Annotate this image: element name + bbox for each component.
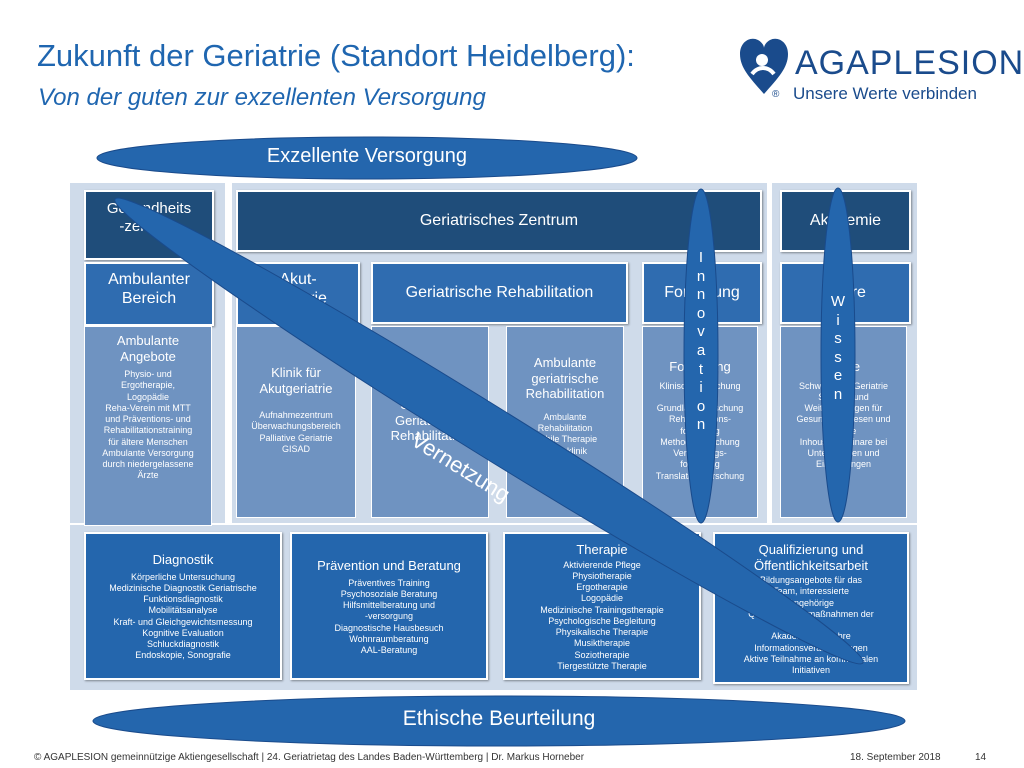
- ambulante-angebote-title: Ambulante Angebote: [116, 333, 180, 364]
- diagnostik-items: Körperliche Untersuchung Medizinische Di…: [109, 571, 257, 661]
- registered-mark: ®: [772, 89, 780, 100]
- wissen-letter: n: [833, 385, 843, 403]
- wissen-letter: s: [834, 348, 842, 366]
- top-banner-label: Exzellente Versorgung: [266, 145, 468, 167]
- box-ambulanter-bereich: Ambulanter Bereich: [84, 262, 214, 326]
- praevention-items: Präventives Training Psychosoziale Berat…: [334, 577, 444, 656]
- innovation-letter: v: [697, 323, 705, 341]
- box-praevention-beratung: Prävention und Beratung Präventives Trai…: [290, 532, 488, 680]
- innovation-letter: t: [698, 360, 704, 378]
- innovation-letter: a: [696, 341, 706, 359]
- wissen-letter: e: [833, 367, 843, 385]
- therapie-title: Therapie: [576, 542, 628, 557]
- therapie-items: Aktivierende Pflege Physiotherapie Ergot…: [540, 559, 664, 671]
- vernetzung-ellipse: [114, 197, 864, 665]
- wissen-letter: s: [834, 330, 842, 348]
- bottom-banner-ellipse: [92, 695, 906, 747]
- box-geriatrische-rehabilitation: Geriatrische Rehabilitation: [371, 262, 628, 324]
- ambulante-angebote-items: Physio- und Ergotherapie, Logopädie Reha…: [102, 369, 194, 481]
- footer-date: 18. September 2018: [850, 752, 941, 763]
- innovation-letter: I: [698, 249, 704, 266]
- slide-subtitle: Von der guten zur exzellenten Versorgung: [38, 84, 486, 111]
- klinik-akutgeriatrie-items: Aufnahmezentrum Überwachungsbereich Pall…: [251, 410, 341, 454]
- innovation-letter: n: [696, 267, 706, 285]
- innovation-letter: o: [696, 304, 706, 322]
- ambulante-reha-title: Ambulante geriatrische Rehabilitation: [525, 355, 605, 402]
- innovation-letter: i: [699, 379, 703, 397]
- diagnostik-title: Diagnostik: [152, 552, 214, 567]
- box-diagnostik: Diagnostik Körperliche Untersuchung Medi…: [84, 532, 282, 680]
- innovation-letter: o: [696, 397, 706, 415]
- box-geriatrisches-zentrum: Geriatrisches Zentrum: [236, 190, 762, 252]
- wissen-label: W i s s e n: [829, 293, 847, 405]
- wissen-ellipse: [820, 187, 856, 523]
- praevention-title: Prävention und Beratung: [317, 558, 461, 573]
- innovation-ellipse: [683, 188, 719, 524]
- box-ambulante-angebote: Ambulante Angebote Physio- und Ergothera…: [84, 326, 212, 526]
- top-banner-ellipse: [96, 136, 638, 180]
- footer-copyright: © AGAPLESION gemeinnützige Aktiengesells…: [34, 752, 585, 763]
- wissen-letter: W: [830, 293, 846, 310]
- qualifizierung-title: Qualifizierung und Öffentlichkeitsarbeit: [754, 542, 868, 573]
- agaplesion-logo-icon: [740, 38, 788, 94]
- slide-title: Zukunft der Geriatrie (Standort Heidelbe…: [37, 38, 635, 73]
- klinik-akutgeriatrie-title: Klinik für Akutgeriatrie: [259, 365, 333, 396]
- innovation-letter: n: [696, 286, 706, 304]
- innovation-label: I n n o v a t i o n: [692, 249, 710, 435]
- footer-page-number: 14: [975, 752, 987, 763]
- brand-tagline: Unsere Werte verbinden: [793, 84, 977, 103]
- innovation-letter: n: [696, 416, 706, 434]
- bottom-banner-label: Ethische Beurteilung: [402, 707, 596, 730]
- wissen-letter: i: [836, 311, 840, 329]
- brand-name: AGAPLESION: [795, 44, 1024, 82]
